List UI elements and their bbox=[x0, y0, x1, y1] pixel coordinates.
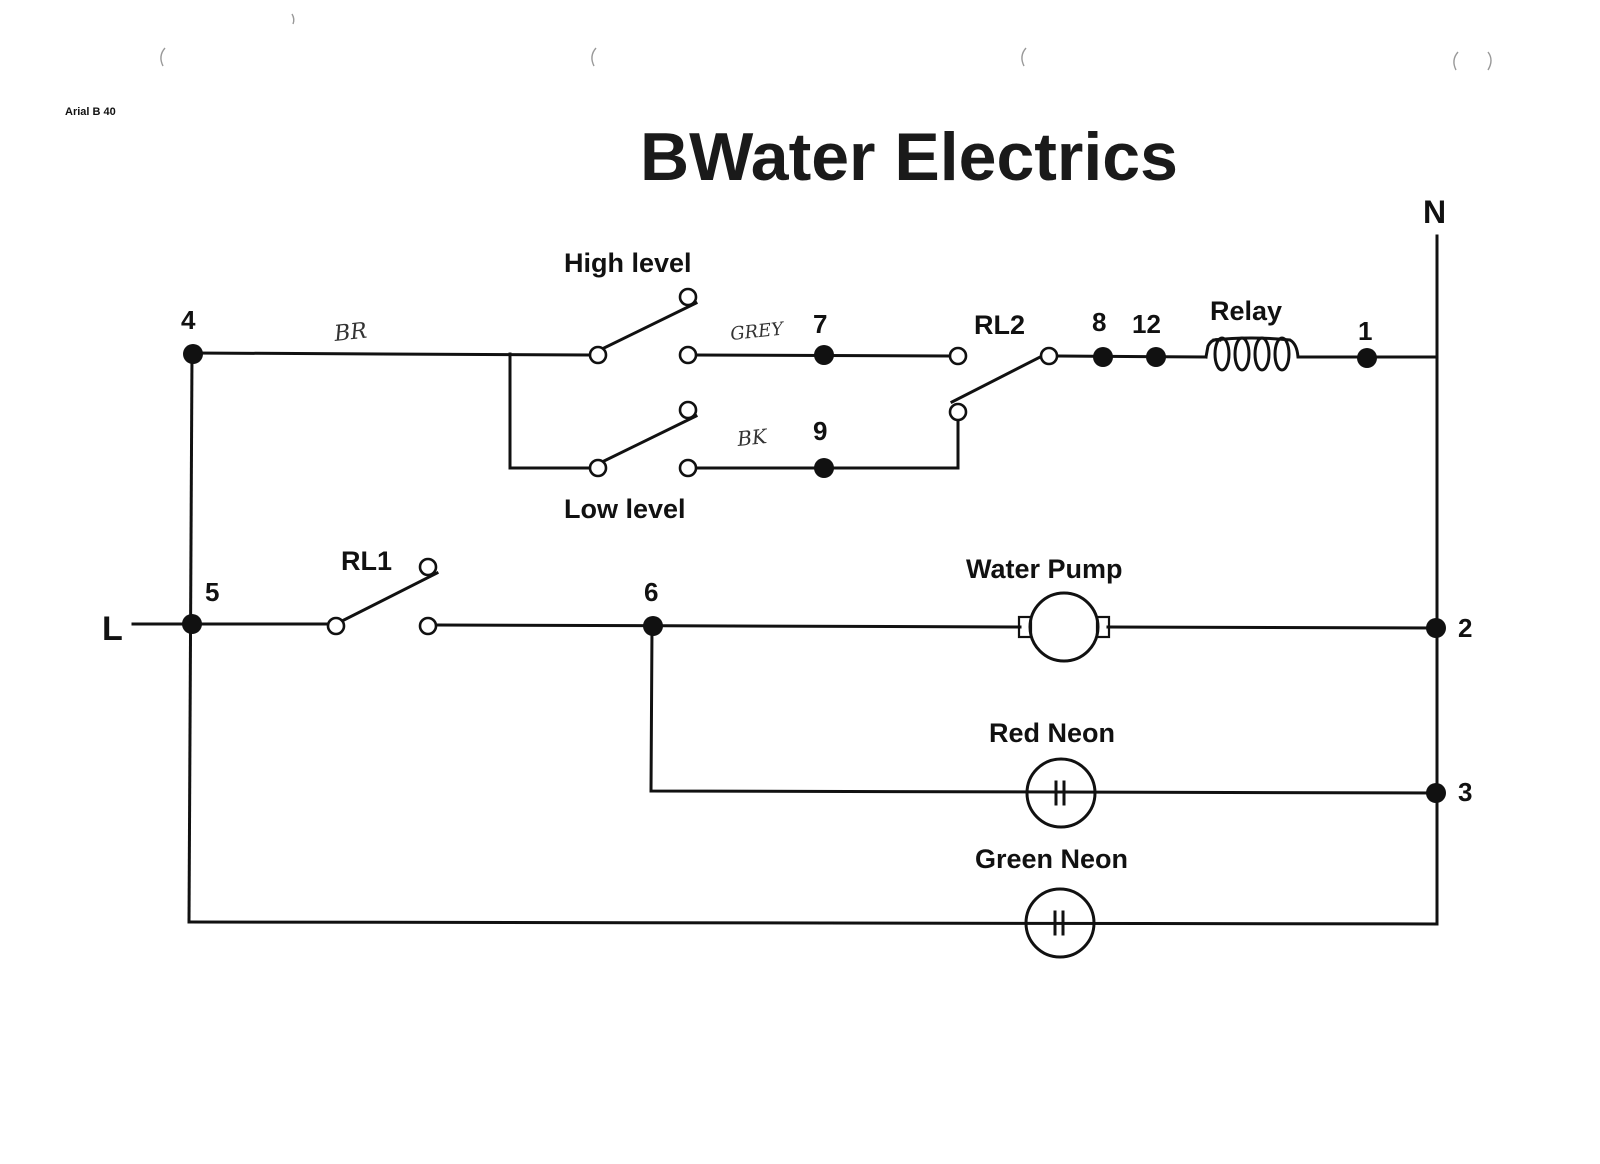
node-1 bbox=[1357, 348, 1377, 368]
junction-nodes bbox=[182, 344, 1446, 803]
red-neon-lamp bbox=[1025, 757, 1097, 829]
node-3 bbox=[1426, 783, 1446, 803]
low-level-branch-wire bbox=[508, 352, 591, 470]
relay-feed-wire bbox=[1056, 354, 1208, 359]
node-label-3: 3 bbox=[1458, 777, 1472, 807]
scan-punch-marks bbox=[160, 13, 1492, 71]
node-label-9: 9 bbox=[813, 416, 827, 446]
black-wire bbox=[692, 418, 960, 470]
node-2 bbox=[1426, 618, 1446, 638]
green-neon-wire bbox=[187, 920, 1439, 926]
rl1-out-wire bbox=[435, 623, 1022, 629]
node-label-12: 12 bbox=[1132, 309, 1161, 339]
node-5 bbox=[182, 614, 202, 634]
font-note: Arial B 40 bbox=[65, 106, 116, 118]
water-pump-label: Water Pump bbox=[966, 554, 1123, 584]
annotation-grey: GREY bbox=[729, 318, 786, 345]
rl2-relay-contact bbox=[948, 346, 1059, 422]
node-12 bbox=[1146, 347, 1166, 367]
live-rail bbox=[187, 351, 194, 924]
node-label-7: 7 bbox=[813, 309, 827, 339]
red-neon-wire bbox=[649, 625, 1439, 795]
high-level-switch bbox=[588, 287, 699, 365]
node-label-1: 1 bbox=[1358, 316, 1372, 346]
node-label-5: 5 bbox=[205, 577, 219, 607]
rl1-label: RL1 bbox=[341, 546, 392, 576]
node-label-2: 2 bbox=[1458, 613, 1472, 643]
neutral-label: N bbox=[1423, 194, 1446, 230]
node-9 bbox=[814, 458, 834, 478]
annotation-black: BK bbox=[735, 424, 769, 451]
red-neon-label: Red Neon bbox=[989, 718, 1115, 748]
node-4 bbox=[183, 344, 203, 364]
pump-return-wire bbox=[1106, 625, 1439, 630]
node-8 bbox=[1093, 347, 1113, 367]
water-pump-motor bbox=[1017, 591, 1111, 663]
rl2-label: RL2 bbox=[974, 310, 1025, 340]
node-label-4: 4 bbox=[181, 305, 196, 335]
live-label: L bbox=[102, 610, 123, 648]
annotation-brown: BR bbox=[332, 319, 368, 347]
rl1-relay-contact bbox=[326, 557, 440, 636]
node-label-6: 6 bbox=[644, 577, 658, 607]
green-neon-label: Green Neon bbox=[975, 844, 1128, 874]
low-level-switch bbox=[588, 400, 699, 478]
page-title: BWater Electrics bbox=[640, 119, 1178, 195]
low-level-label: Low level bbox=[564, 494, 686, 524]
node-label-8: 8 bbox=[1092, 307, 1106, 337]
green-neon-lamp bbox=[1024, 887, 1096, 959]
node-6 bbox=[643, 616, 663, 636]
high-level-label: High level bbox=[564, 248, 692, 278]
relay-label: Relay bbox=[1210, 296, 1282, 326]
node-7 bbox=[814, 345, 834, 365]
top-rung-brown-wire bbox=[190, 351, 591, 357]
relay-coil bbox=[1204, 336, 1302, 372]
